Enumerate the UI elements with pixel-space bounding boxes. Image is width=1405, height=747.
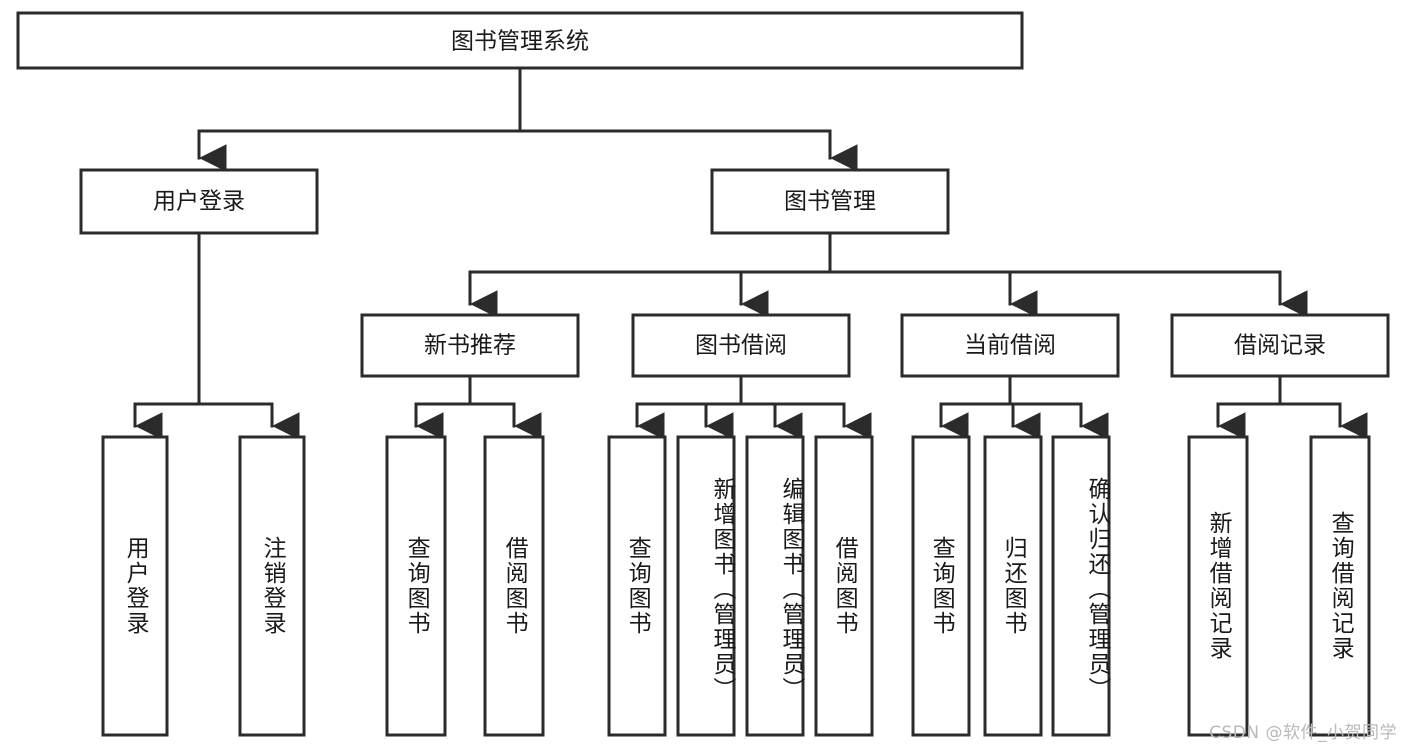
node-root-label: 图书管理系统	[451, 29, 589, 55]
leaf-box-newbook-borrow[interactable]	[483, 435, 545, 737]
connector-layer	[133, 66, 1368, 440]
node-book-mgmt-box[interactable]	[710, 168, 950, 235]
leaf-box-record-add[interactable]	[1187, 435, 1249, 737]
node-book-mgmt-label: 图书管理	[784, 189, 876, 215]
node-user-login-label: 用户登录	[153, 189, 245, 215]
node-current-borrow-label: 当前借阅	[964, 333, 1056, 359]
leaf-box-record-query[interactable]	[1309, 435, 1371, 737]
node-root[interactable]: 图书管理系统	[16, 11, 1024, 70]
node-borrow-record-box[interactable]	[1170, 313, 1390, 378]
node-book-mgmt[interactable]: 图书管理	[710, 168, 950, 235]
node-new-book-recommend-box[interactable]	[360, 313, 580, 378]
node-borrow-record-label: 借阅记录	[1234, 333, 1326, 359]
watermark: CSDN @软件_小贺同学	[1209, 723, 1397, 743]
node-current-borrow-box[interactable]	[900, 313, 1120, 378]
node-borrow-record[interactable]: 借阅记录	[1170, 313, 1390, 378]
leaf-box-newbook-query[interactable]	[385, 435, 447, 737]
leaf-box-borrow-add[interactable]	[676, 435, 736, 737]
leaf-box-borrow-edit[interactable]	[745, 435, 805, 737]
leaf-box-current-confirm[interactable]	[1051, 435, 1111, 737]
node-book-borrow[interactable]: 图书借阅	[631, 313, 851, 378]
leaf-box-current-query[interactable]	[911, 435, 971, 737]
node-root-box[interactable]	[16, 11, 1024, 70]
node-current-borrow[interactable]: 当前借阅	[900, 313, 1120, 378]
node-new-book-recommend-label: 新书推荐	[424, 333, 516, 359]
node-book-borrow-label: 图书借阅	[695, 333, 787, 359]
leaf-box-borrow-lend[interactable]	[814, 435, 874, 737]
leaf-box-borrow-query[interactable]	[607, 435, 667, 737]
node-book-borrow-box[interactable]	[631, 313, 851, 378]
node-new-book-recommend[interactable]: 新书推荐	[360, 313, 580, 378]
node-user-login[interactable]: 用户登录	[79, 168, 319, 235]
node-user-login-box[interactable]	[79, 168, 319, 235]
leaf-box-user-login[interactable]	[101, 435, 169, 737]
leaf-box-user-logout[interactable]	[238, 435, 306, 737]
leaf-box-current-return[interactable]	[983, 435, 1043, 737]
